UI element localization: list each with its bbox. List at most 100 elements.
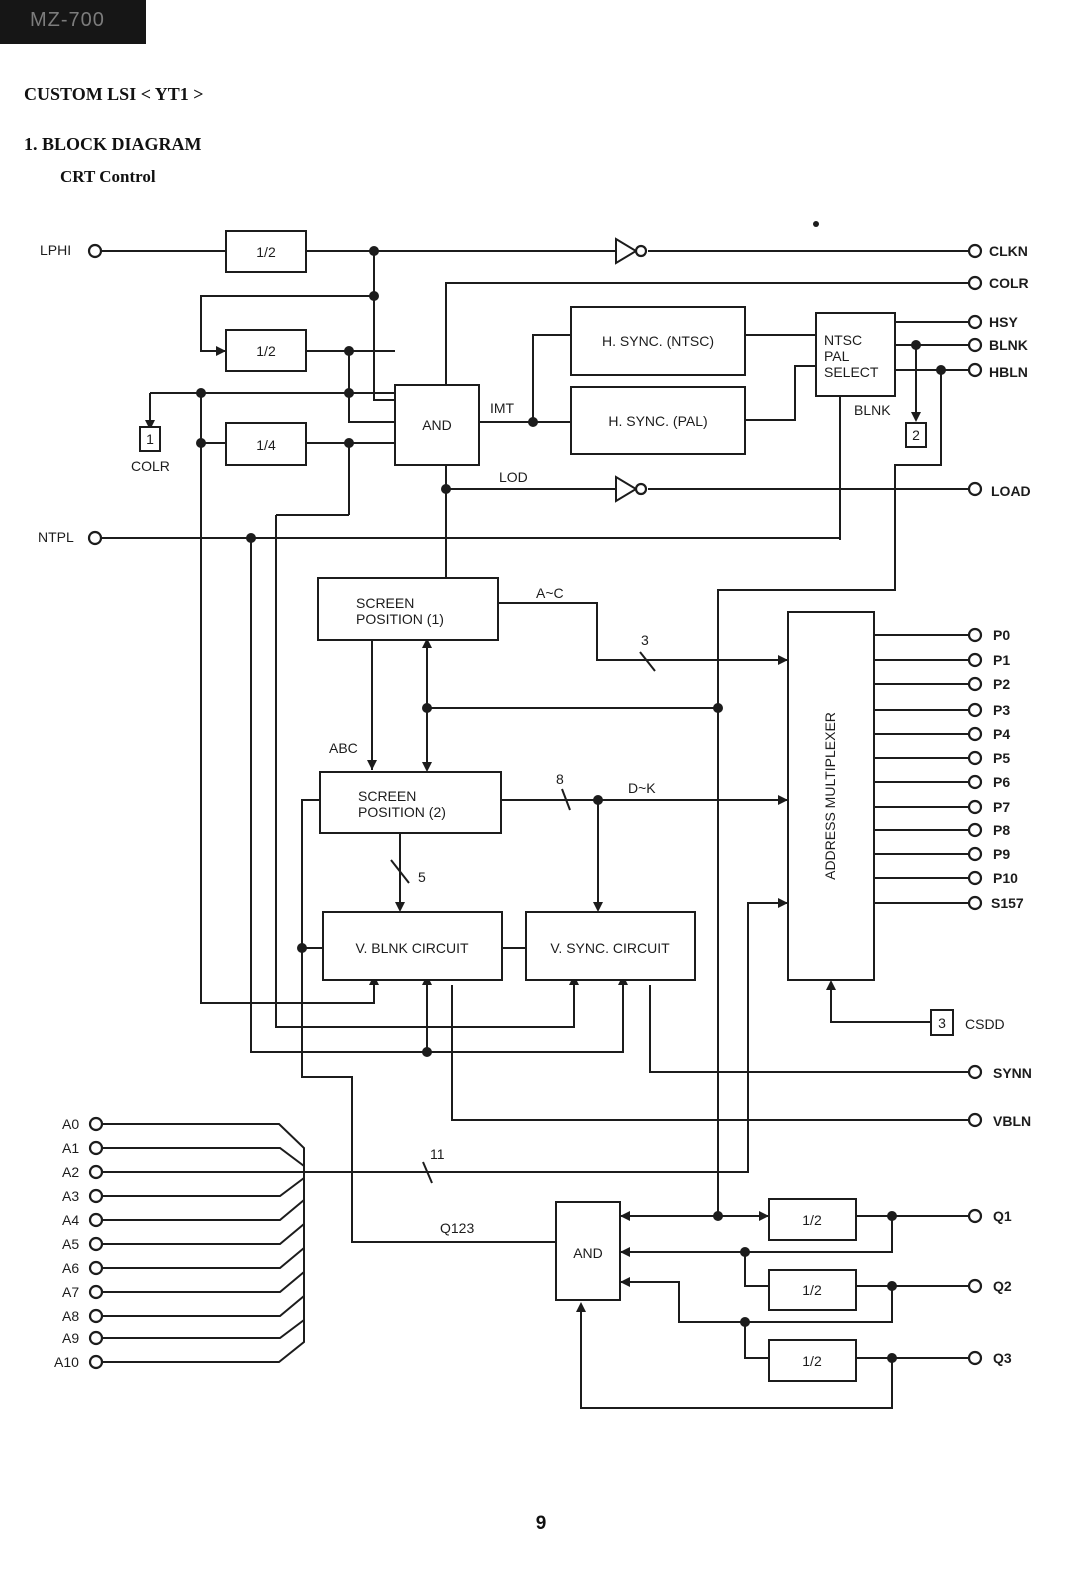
address-pin-label: A3 — [62, 1188, 79, 1204]
vsync-label: V. SYNC. CIRCUIT — [550, 940, 670, 956]
sp2-label-2: POSITION (2) — [358, 804, 446, 820]
colr-box-label: COLR — [131, 458, 170, 474]
hsync-ntsc-label: H. SYNC. (NTSC) — [602, 333, 714, 349]
divider-label: 1/4 — [256, 437, 276, 453]
sp2-label-1: SCREEN — [358, 788, 416, 804]
and-gate-bottom: AND — [555, 1201, 621, 1301]
sp1-label-2: POSITION (1) — [356, 611, 444, 627]
mux-output-pin: P5 — [993, 750, 1010, 766]
mux-output-pin: P0 — [993, 627, 1010, 643]
address-pin-label: A0 — [62, 1116, 79, 1132]
page-number: 9 — [535, 1513, 547, 1534]
output-pin-hsy: HSY — [989, 314, 1018, 330]
pin-label: NTPL — [38, 529, 74, 545]
vsync-circuit-block: V. SYNC. CIRCUIT — [525, 911, 696, 981]
output-pin-hbln: HBLN — [989, 364, 1028, 380]
mux-output-pin: P9 — [993, 846, 1010, 862]
bus-5-label: 5 — [418, 869, 426, 885]
connector-number: 3 — [938, 1015, 946, 1031]
address-pin-label: A5 — [62, 1236, 79, 1252]
output-pin-blnk: BLNK — [989, 337, 1028, 353]
inverter-clkn — [615, 237, 648, 265]
pin-label: LPHI — [40, 242, 71, 258]
subsection-heading: 1. BLOCK DIAGRAM — [24, 134, 202, 154]
divider-label: 1/2 — [802, 1212, 822, 1228]
diagram-title: CRT Control — [60, 167, 156, 186]
address-input-pins: A0 A1 A2 A3 A4 A5 A6 A7 A8 A9 A10 — [54, 1116, 104, 1370]
divider-label: 1/2 — [256, 244, 276, 260]
q3-divider-block: 1/2 — [768, 1339, 857, 1382]
input-pin-lphi: LPHI — [40, 242, 103, 259]
screen-position-2-block: SCREEN POSITION (2) — [319, 771, 502, 834]
output-pin-colr: COLR — [989, 275, 1029, 291]
section-heading: CUSTOM LSI < YT1 > — [24, 84, 204, 104]
connector-box-1: 1 — [139, 426, 161, 452]
q2-divider-block: 1/2 — [768, 1269, 857, 1311]
divider-label: 1/2 — [802, 1353, 822, 1369]
mux-output-pin: S157 — [991, 895, 1024, 911]
mux-output-pin: P3 — [993, 702, 1010, 718]
address-pin-label: A2 — [62, 1164, 79, 1180]
mux-output-pin: P2 — [993, 676, 1010, 692]
mux-output-pin: P6 — [993, 774, 1010, 790]
vblnk-label: V. BLNK CIRCUIT — [355, 940, 469, 956]
sp1-label-1: SCREEN — [356, 595, 414, 611]
bus-11-label: 11 — [430, 1146, 445, 1162]
bus-8-label: 8 — [556, 771, 564, 787]
and-label: AND — [422, 417, 452, 433]
a-c-label: A~C — [536, 585, 564, 601]
connector-number: 2 — [912, 427, 920, 443]
connector-number: 1 — [146, 431, 154, 447]
ntsc-pal-label-3: SELECT — [824, 364, 879, 380]
output-pin-q3: Q3 — [993, 1350, 1012, 1366]
address-pin-label: A8 — [62, 1308, 79, 1324]
address-pin-label: A9 — [62, 1330, 79, 1346]
divider-block-2: 1/2 — [225, 329, 307, 372]
imt-label: IMT — [490, 400, 515, 416]
divider-block-4: 1/4 — [225, 422, 307, 466]
vblnk-circuit-block: V. BLNK CIRCUIT — [322, 911, 503, 981]
ntsc-pal-label-2: PAL — [824, 348, 850, 364]
connector-box-2: 2 — [905, 422, 927, 448]
output-pins: CLKN COLR HSY BLNK HBLN LOAD P0 P1 P2 P3… — [967, 243, 1032, 1366]
csdd-label: CSDD — [965, 1016, 1005, 1032]
output-pin-q2: Q2 — [993, 1278, 1012, 1294]
mux-output-pin: P8 — [993, 822, 1010, 838]
output-pin-q1: Q1 — [993, 1208, 1012, 1224]
and-label: AND — [573, 1245, 603, 1261]
blnk-mid-label: BLNK — [854, 402, 891, 418]
connector-box-3: 3 — [930, 1009, 954, 1036]
ntsc-pal-select-block: NTSC PAL SELECT — [815, 312, 896, 397]
screen-position-1-block: SCREEN POSITION (1) — [317, 577, 499, 641]
bus-3-label: 3 — [641, 632, 649, 648]
divider-block-1: 1/2 — [225, 230, 307, 273]
and-gate-top: AND — [394, 384, 480, 466]
divider-label: 1/2 — [802, 1282, 822, 1298]
address-pin-label: A1 — [62, 1140, 79, 1156]
address-pin-label: A7 — [62, 1284, 79, 1300]
divider-label: 1/2 — [256, 343, 276, 359]
hsync-pal-block: H. SYNC. (PAL) — [570, 386, 746, 455]
mux-output-pin: P7 — [993, 799, 1010, 815]
output-pin-load: LOAD — [991, 483, 1031, 499]
address-multiplexer-block: ADDRESS MULTIPLEXER — [787, 611, 875, 981]
junction-dots — [196, 221, 946, 1363]
address-pin-label: A6 — [62, 1260, 79, 1276]
hsync-ntsc-block: H. SYNC. (NTSC) — [570, 306, 746, 376]
address-mux-label: ADDRESS MULTIPLEXER — [822, 712, 838, 880]
model-header-bar: MZ-700 — [0, 0, 146, 44]
ntsc-pal-label-1: NTSC — [824, 332, 862, 348]
lod-label: LOD — [499, 469, 528, 485]
mux-output-pin: P4 — [993, 726, 1010, 742]
address-pin-label: A4 — [62, 1212, 79, 1228]
model-code: MZ-700 — [30, 9, 105, 31]
address-pin-label: A10 — [54, 1354, 79, 1370]
d-k-label: D~K — [628, 780, 656, 796]
output-pin-vbln: VBLN — [993, 1113, 1031, 1129]
q123-label: Q123 — [440, 1220, 474, 1236]
input-pin-ntpl: NTPL — [38, 529, 103, 546]
output-pin-synn: SYNN — [993, 1065, 1032, 1081]
signal-labels: IMT LOD BLNK COLR A~C 3 ABC 8 D~K 5 11 Q… — [131, 400, 1005, 1236]
hsync-pal-label: H. SYNC. (PAL) — [608, 413, 707, 429]
